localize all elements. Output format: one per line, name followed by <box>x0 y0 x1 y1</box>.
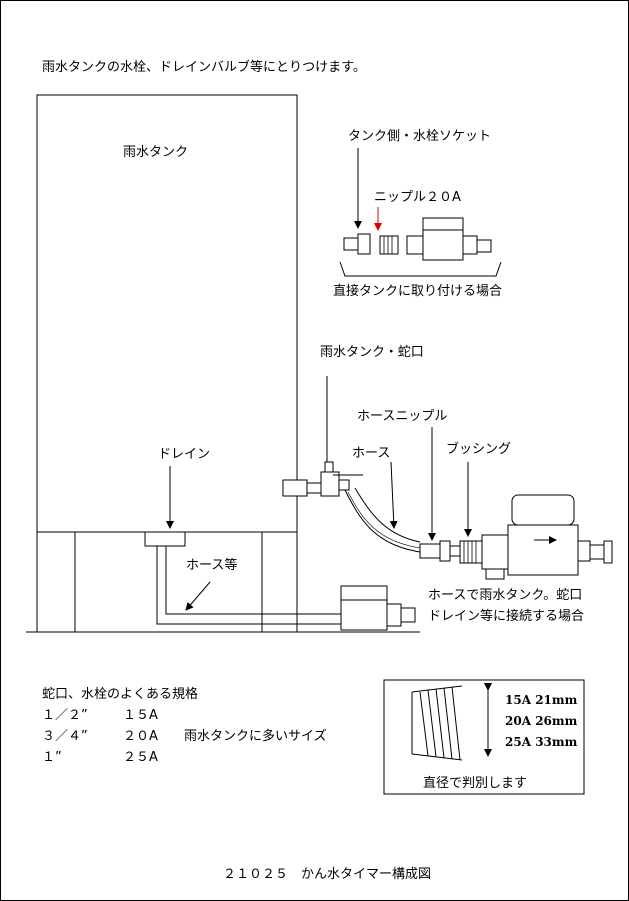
diameter-15a: 15A 21mm <box>505 693 578 707</box>
direct-brace <box>339 261 502 277</box>
bushing-label: ブッシング <box>446 442 512 457</box>
socket-label: タンク側・水栓ソケット <box>348 129 492 144</box>
drain-fitting <box>144 531 186 547</box>
rain-tank <box>36 94 298 533</box>
size-row-note: 雨水タンクに多いサイズ <box>184 729 327 744</box>
faucet-hose <box>344 489 421 553</box>
header-text: 雨水タンクの水栓、ドレインバルブ等にとりつけます。 <box>42 60 366 75</box>
drain-label: ドレイン <box>158 447 211 462</box>
nipple-label: ニップル２０A <box>374 190 461 205</box>
diameter-caption: 直径で判別します <box>423 776 528 791</box>
size-row-size: ２０A <box>123 729 158 744</box>
direct-mount-parts <box>343 217 492 261</box>
direct-case-label: 直接タンクに取り付ける場合 <box>333 284 503 299</box>
hose-arrow <box>389 461 398 529</box>
sizes-title: 蛇口、水栓のよくある規格 <box>42 687 199 702</box>
hose-nipple-label: ホースニップル <box>357 409 448 424</box>
diameter-box <box>383 679 585 795</box>
size-row-inch: ３／４” <box>42 729 88 744</box>
hose-etc-label: ホース等 <box>186 558 238 573</box>
tank-stand <box>36 532 298 632</box>
hose-etc-arrow <box>185 581 211 611</box>
size-row-size: ２５A <box>123 750 158 765</box>
direct-nipple <box>379 235 399 255</box>
diameter-20a: 20A 26mm <box>505 714 578 728</box>
drain-connector <box>340 585 416 631</box>
connect-case-line2: ドレイン等に接続する場合 <box>428 609 585 624</box>
footer-title: ２１０２５ かん水タイマー構成図 <box>223 867 432 882</box>
drain-hose <box>156 546 341 625</box>
tank-label: 雨水タンク <box>123 145 189 160</box>
size-row-size: １５A <box>123 708 158 723</box>
faucet <box>282 461 363 497</box>
timer-assembly <box>419 494 613 580</box>
pipe-end-illustration <box>411 685 463 761</box>
faucet-label: 雨水タンク・蛇口 <box>320 345 424 360</box>
hose-label: ホース <box>352 446 391 461</box>
diameter-25a: 25A 33mm <box>505 735 578 749</box>
size-row-inch: １／２” <box>42 708 88 723</box>
connect-case-line1: ホースで雨水タンク。蛇口 <box>428 588 583 603</box>
size-row-inch: １” <box>42 750 62 765</box>
